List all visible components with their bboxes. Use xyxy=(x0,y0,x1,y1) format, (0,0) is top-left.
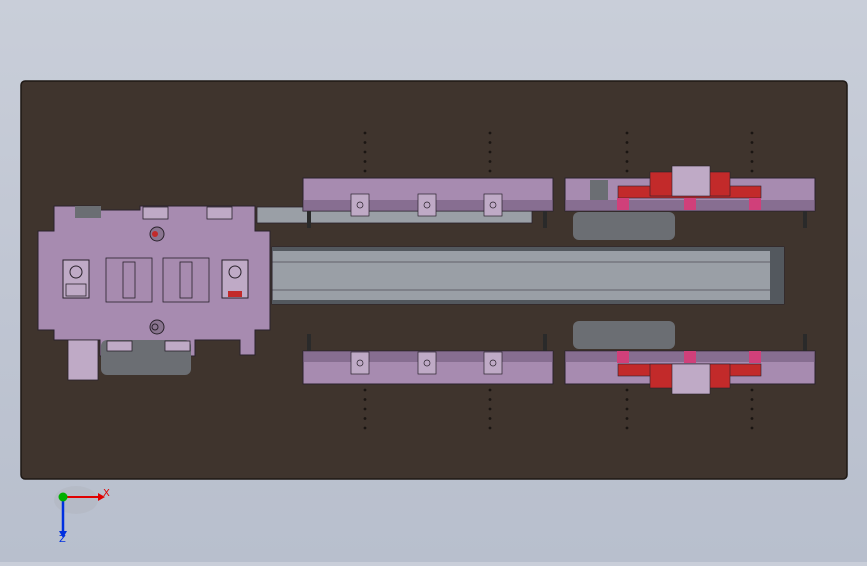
hole xyxy=(488,417,492,420)
mount-block xyxy=(350,193,370,217)
hole xyxy=(488,426,492,430)
hole xyxy=(625,426,629,430)
hole xyxy=(488,150,492,154)
hole xyxy=(363,150,367,154)
hole xyxy=(488,131,492,135)
hole xyxy=(625,160,629,163)
hole xyxy=(363,417,367,420)
mount-hole xyxy=(489,201,497,209)
hole xyxy=(488,407,492,411)
hole xyxy=(488,141,492,144)
post xyxy=(307,334,311,351)
support-posts xyxy=(307,211,807,351)
post xyxy=(543,211,547,228)
hole xyxy=(625,169,629,173)
hole xyxy=(625,398,629,401)
hole xyxy=(363,169,367,173)
mount-block xyxy=(417,351,437,375)
mount-hole xyxy=(423,359,431,367)
mount-block xyxy=(483,351,503,375)
hole xyxy=(625,141,629,144)
mount-hole xyxy=(356,201,364,209)
hole xyxy=(488,169,492,173)
mount-hole xyxy=(423,201,431,209)
hole xyxy=(625,131,629,135)
hole xyxy=(750,388,754,392)
mount-block xyxy=(350,351,370,375)
hole xyxy=(750,131,754,135)
mount-block xyxy=(417,193,437,217)
mount-hole xyxy=(489,359,497,367)
post xyxy=(543,334,547,351)
hole xyxy=(363,141,367,144)
post xyxy=(803,211,807,228)
hole xyxy=(363,160,367,163)
hole xyxy=(363,398,367,401)
carriage-assembly xyxy=(37,205,271,381)
hole xyxy=(625,407,629,411)
hole xyxy=(750,150,754,154)
hole xyxy=(750,417,754,420)
hole xyxy=(750,141,754,144)
hole xyxy=(750,398,754,401)
hole xyxy=(363,131,367,135)
mount-hole xyxy=(356,359,364,367)
hole xyxy=(488,160,492,163)
hole xyxy=(750,426,754,430)
fixture-blocks xyxy=(350,193,503,375)
upper-red-slider xyxy=(590,165,762,210)
coordinate-triad: X Z xyxy=(54,486,110,545)
lower-pocket xyxy=(573,321,675,349)
axis-x-label: X xyxy=(103,488,110,499)
upper-pocket xyxy=(573,212,675,240)
hole xyxy=(750,160,754,163)
hole xyxy=(625,150,629,154)
post xyxy=(803,334,807,351)
post xyxy=(307,211,311,228)
hole xyxy=(488,398,492,401)
axis-z-label: Z xyxy=(59,534,66,545)
hole xyxy=(750,407,754,411)
hole xyxy=(488,388,492,392)
mount-block xyxy=(483,193,503,217)
hole xyxy=(750,169,754,173)
hole xyxy=(363,407,367,411)
hole xyxy=(363,388,367,392)
hole xyxy=(363,426,367,430)
linear-rail xyxy=(271,246,785,305)
lower-red-slider xyxy=(617,351,762,395)
hole xyxy=(625,388,629,392)
hole xyxy=(625,417,629,420)
hole-columns xyxy=(363,131,754,430)
